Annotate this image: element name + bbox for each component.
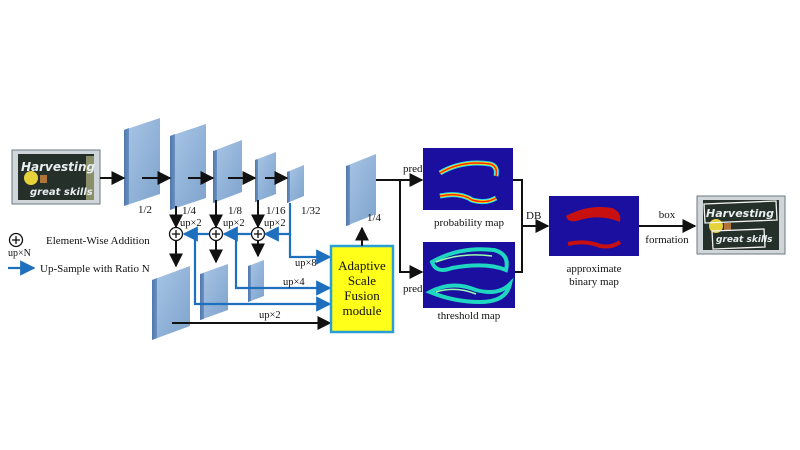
db-label: DB [526, 210, 541, 222]
feature-map-thirtysecond [287, 165, 304, 203]
addition-node-3 [250, 226, 266, 242]
asf-line3: Fusion [344, 288, 380, 303]
asf-line1: Adaptive [338, 258, 386, 273]
fused-scale-label: 1/4 [367, 212, 382, 224]
legend: Element-Wise Addition up×N Up-Sample wit… [8, 232, 150, 276]
approx-caption-line2: binary map [569, 276, 619, 288]
addition-node-1 [168, 226, 184, 242]
input-text-line2: great skills [30, 187, 93, 198]
output-text-line1: Harvesting [706, 207, 774, 220]
output-text-line2: great skills [716, 235, 773, 245]
legend-addition-icon [8, 232, 24, 248]
pyramid-map-eighth [200, 264, 228, 320]
pyramid-map-sixteenth [248, 260, 264, 302]
legend-addition-label: Element-Wise Addition [46, 235, 150, 247]
threshold-map-caption: threshold map [438, 310, 501, 322]
prediction-arrows [376, 173, 424, 279]
upsample-label-2: up×2 [223, 218, 245, 229]
approximate-binary-map-image [549, 196, 639, 256]
asf-module: Adaptive Scale Fusion module [329, 244, 395, 334]
scale-label-eighth: 1/8 [228, 205, 243, 217]
feature-map-eighth [213, 140, 242, 203]
fused-feature-map [346, 154, 376, 226]
upsample-label-1: up×2 [180, 218, 202, 229]
upsample-label-x2-bottom: up×2 [259, 310, 281, 321]
asf-input-arrows [172, 234, 332, 330]
pyramid-connectors [169, 241, 265, 268]
scale-label-thirtysecond: 1/32 [301, 205, 321, 217]
upsample-label-x4: up×4 [283, 277, 305, 288]
upsample-label-3: up×2 [264, 218, 286, 229]
scale-label-sixteenth: 1/16 [266, 205, 286, 217]
scale-label-quarter: 1/4 [182, 205, 197, 217]
threshold-map-image [423, 242, 515, 308]
output-image: Harvesting great skills [696, 195, 786, 255]
legend-upsample-label: Up-Sample with Ratio N [40, 263, 150, 275]
feature-map-quarter [170, 124, 206, 210]
output-bbox-2 [711, 228, 766, 250]
box-label-line1: box [659, 209, 676, 221]
box-label-line2: formation [645, 234, 689, 246]
probability-map-caption: probability map [434, 217, 504, 229]
pred-label-top: pred [403, 163, 423, 175]
pred-label-bottom: pred [403, 283, 423, 295]
asf-line4: module [343, 303, 382, 318]
probability-map-image [423, 148, 513, 210]
upsample-label-x8: up×8 [295, 258, 317, 269]
approx-caption-line1: approximate [567, 263, 622, 275]
addition-node-2 [208, 226, 224, 242]
lateral-connections [169, 200, 265, 229]
input-image: Harvesting great skills [11, 149, 101, 205]
scale-label-half: 1/2 [138, 204, 152, 216]
legend-upsample-symbol: up×N [8, 248, 31, 259]
input-text-line1: Harvesting [21, 160, 96, 174]
asf-line2: Scale [348, 273, 376, 288]
output-bbox-1 [703, 200, 778, 224]
feature-map-half [124, 118, 160, 206]
pyramid-map-quarter [152, 266, 190, 340]
db-arrows [513, 179, 550, 273]
